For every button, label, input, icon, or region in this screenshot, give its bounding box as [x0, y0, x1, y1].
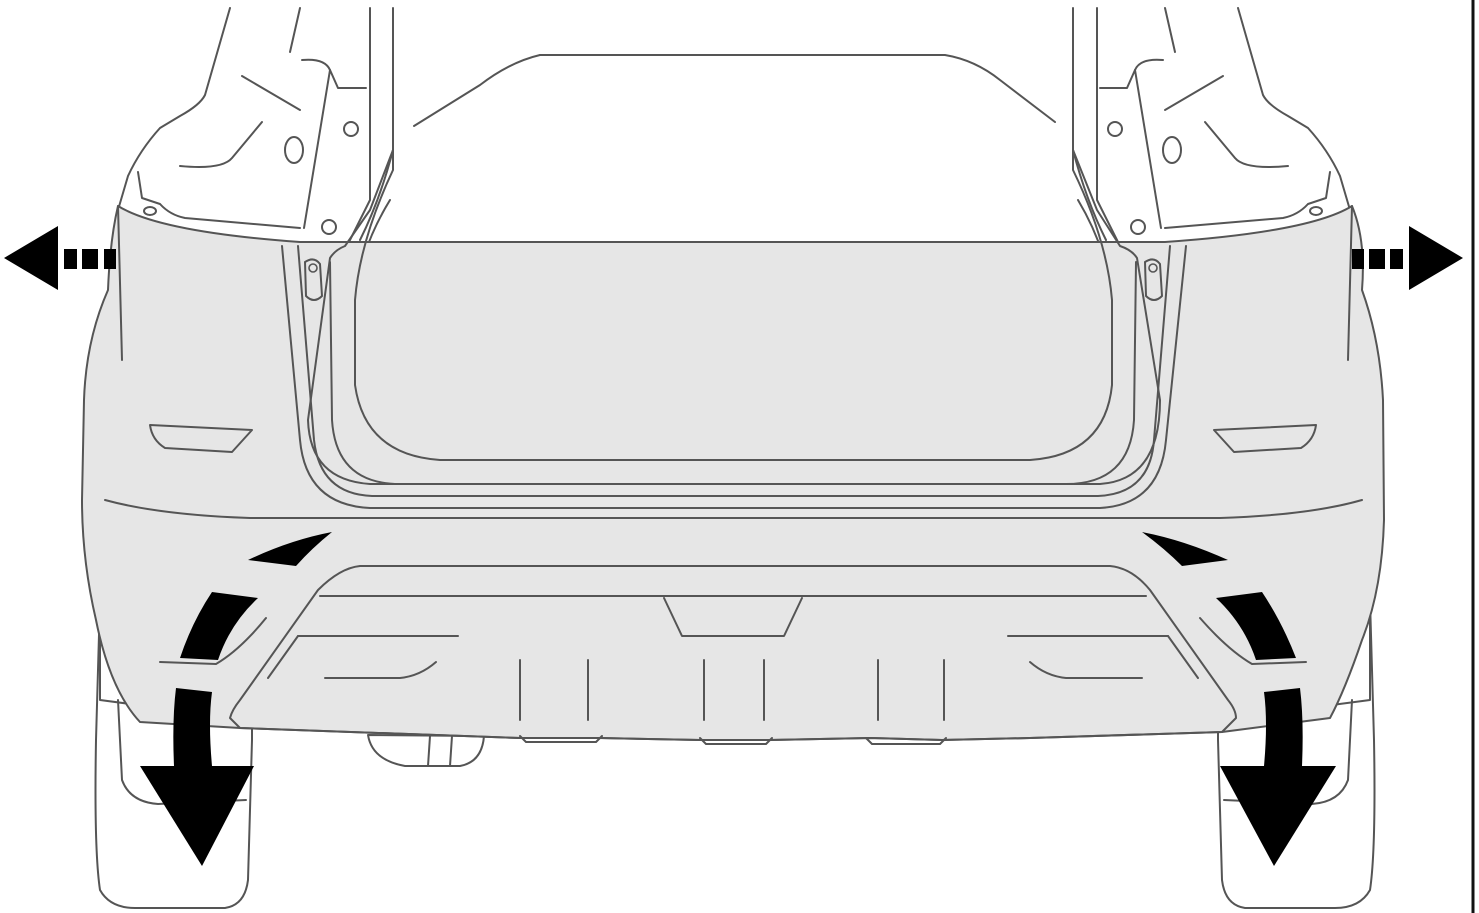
- left-reflector: [149, 424, 253, 453]
- left-rear-tire: [94, 599, 253, 909]
- rear-bumper-cover: [81, 149, 1385, 741]
- exhaust-pipe: [367, 734, 485, 767]
- vehicle-body-outline: [117, 7, 1351, 261]
- lower-diffuser-panel: [159, 565, 1307, 745]
- left-outward-dashed-arrow-icon: [4, 226, 116, 290]
- right-downward-curved-arrow-icon: [1142, 532, 1336, 866]
- right-reflector: [1213, 424, 1317, 453]
- left-downward-curved-arrow-icon: [140, 532, 332, 866]
- right-outward-dashed-arrow-icon: [1352, 226, 1463, 290]
